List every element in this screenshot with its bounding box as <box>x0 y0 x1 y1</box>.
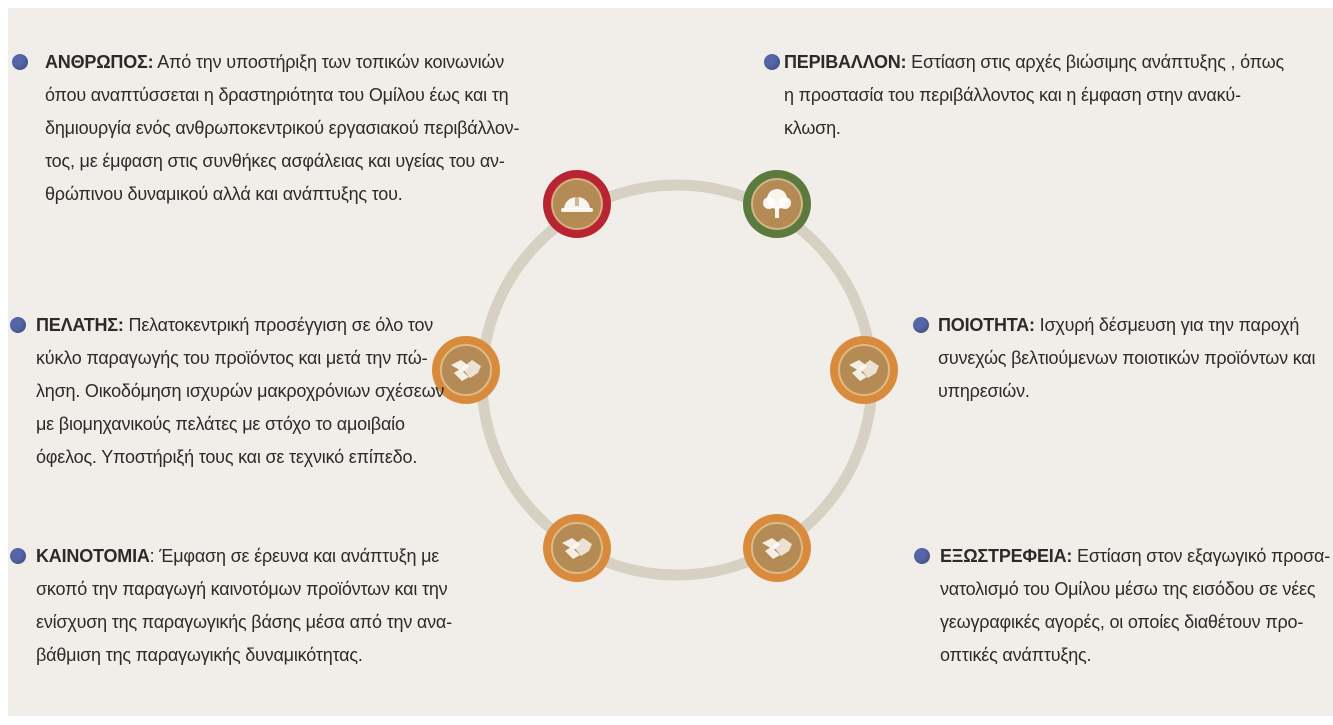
anthropos-title: ΑΝΘΡΩΠΟΣ: <box>45 52 154 72</box>
anthropos-line: τος, με έμφαση στις συνθήκες ασφάλειας κ… <box>45 151 505 171</box>
anthropos-line: θρώπινου δυναμικού αλλά και ανάπτυξης το… <box>45 184 403 204</box>
tree-icon <box>763 189 791 218</box>
kainotomia-block: ΚΑΙΝΟΤΟΜΙΑ: Έμφαση σε έρευνα και ανάπτυξ… <box>36 540 506 672</box>
kainotomia-line: σκοπό την παραγωγή καινοτόμων προϊόντων … <box>36 579 448 599</box>
poiotita-line: Ισχυρή δέσμευση για την παροχή <box>1039 315 1300 335</box>
exostrefeia-line: γεωγραφικές αγορές, οι οποίες διαθέτουν … <box>940 612 1304 632</box>
anthropos-line: όπου αναπτύσσεται η δραστηριότητα του Ομ… <box>45 85 509 105</box>
handshake-icon <box>849 360 879 381</box>
handshake-icon <box>451 360 481 381</box>
exostrefeia-title: ΕΞΩΣΤΡΕΦΕΙΑ: <box>940 546 1073 566</box>
value-node <box>543 170 611 238</box>
poiotita-line: υπηρεσιών. <box>938 381 1030 401</box>
values-ring <box>432 170 898 582</box>
poiotita-block: ΠΟΙΟΤΗΤΑ: Ισχυρή δέσμευση για την παροχή… <box>938 309 1333 408</box>
poiotita-line: συνεχώς βελτιούμενων ποιοτικών προϊόντων… <box>938 348 1316 368</box>
perivallon-line: Εστίαση στις αρχές βιώσιμης ανάπτυξης , … <box>911 52 1284 72</box>
value-node <box>743 514 811 582</box>
anthropos-block: ΑΝΘΡΩΠΟΣ: Από την υποστήριξη των τοπικών… <box>45 46 555 211</box>
values-diagram: ΑΝΘΡΩΠΟΣ: Από την υποστήριξη των τοπικών… <box>8 8 1333 716</box>
anthropos-line: Από την υποστήριξη των τοπικών κοινωνιών <box>157 52 505 72</box>
nodes-layer <box>432 170 898 582</box>
pelatis-line: Πελατοκεντρική προσέγγιση σε όλο τον <box>128 315 434 335</box>
poiotita-title: ΠΟΙΟΤΗΤΑ: <box>938 315 1035 335</box>
value-node <box>543 514 611 582</box>
value-node <box>432 336 500 404</box>
kainotomia-line: Έμφαση σε έρευνα και ανάπτυξη με <box>159 546 440 566</box>
pelatis-line: με βιομηχανικούς πελάτες με στόχο το αμο… <box>36 414 405 434</box>
value-node <box>830 336 898 404</box>
value-node <box>743 170 811 238</box>
handshake-icon <box>762 538 792 559</box>
bullet-dot <box>10 317 26 333</box>
exostrefeia-line: Εστίαση στον εξαγωγικό προσα- <box>1077 546 1330 566</box>
bullet-dot <box>913 317 929 333</box>
pelatis-line: όφελος. Υποστήριξή τους και σε τεχνικό ε… <box>36 447 418 467</box>
bullet-dot <box>764 54 780 70</box>
hard-hat-icon <box>561 196 593 212</box>
bullet-dot <box>10 548 26 564</box>
perivallon-block: ΠΕΡΙΒΑΛΛΟΝ: Εστίαση στις αρχές βιώσιμης … <box>784 46 1329 145</box>
ring-path <box>476 179 878 581</box>
exostrefeia-line: νατολισμό του Ομίλου μέσω της εισόδου σε… <box>940 579 1316 599</box>
kainotomia-line: βάθμιση της παραγωγικής δυναμικότητας. <box>36 645 363 665</box>
exostrefeia-line: οπτικές ανάπτυξης. <box>940 645 1092 665</box>
handshake-icon <box>562 538 592 559</box>
exostrefeia-block: ΕΞΩΣΤΡΕΦΕΙΑ: Εστίαση στον εξαγωγικό προσ… <box>940 540 1333 672</box>
pelatis-block: ΠΕΛΑΤΗΣ: Πελατοκεντρική προσέγγιση σε όλ… <box>36 309 476 474</box>
pelatis-title: ΠΕΛΑΤΗΣ: <box>36 315 124 335</box>
perivallon-title: ΠΕΡΙΒΑΛΛΟΝ: <box>784 52 907 72</box>
pelatis-line: κύκλο παραγωγής του προϊόντος και μετά τ… <box>36 348 428 368</box>
bullet-dot <box>914 548 930 564</box>
anthropos-line: δημιουργία ενός ανθρωποκεντρικού εργασια… <box>45 118 520 138</box>
perivallon-line: κλωση. <box>784 118 841 138</box>
kainotomia-line: ενίσχυση της παραγωγικής βάσης μέσα από … <box>36 612 452 632</box>
kainotomia-title: ΚΑΙΝΟΤΟΜΙΑ <box>36 546 150 566</box>
perivallon-line: η προστασία του περιβάλλοντος και η έμφα… <box>784 85 1241 105</box>
bullet-dot <box>12 54 28 70</box>
pelatis-line: ληση. Οικοδόμηση ισχυρών μακροχρόνιων σχ… <box>36 381 445 401</box>
kainotomia-sep: : <box>149 546 155 566</box>
